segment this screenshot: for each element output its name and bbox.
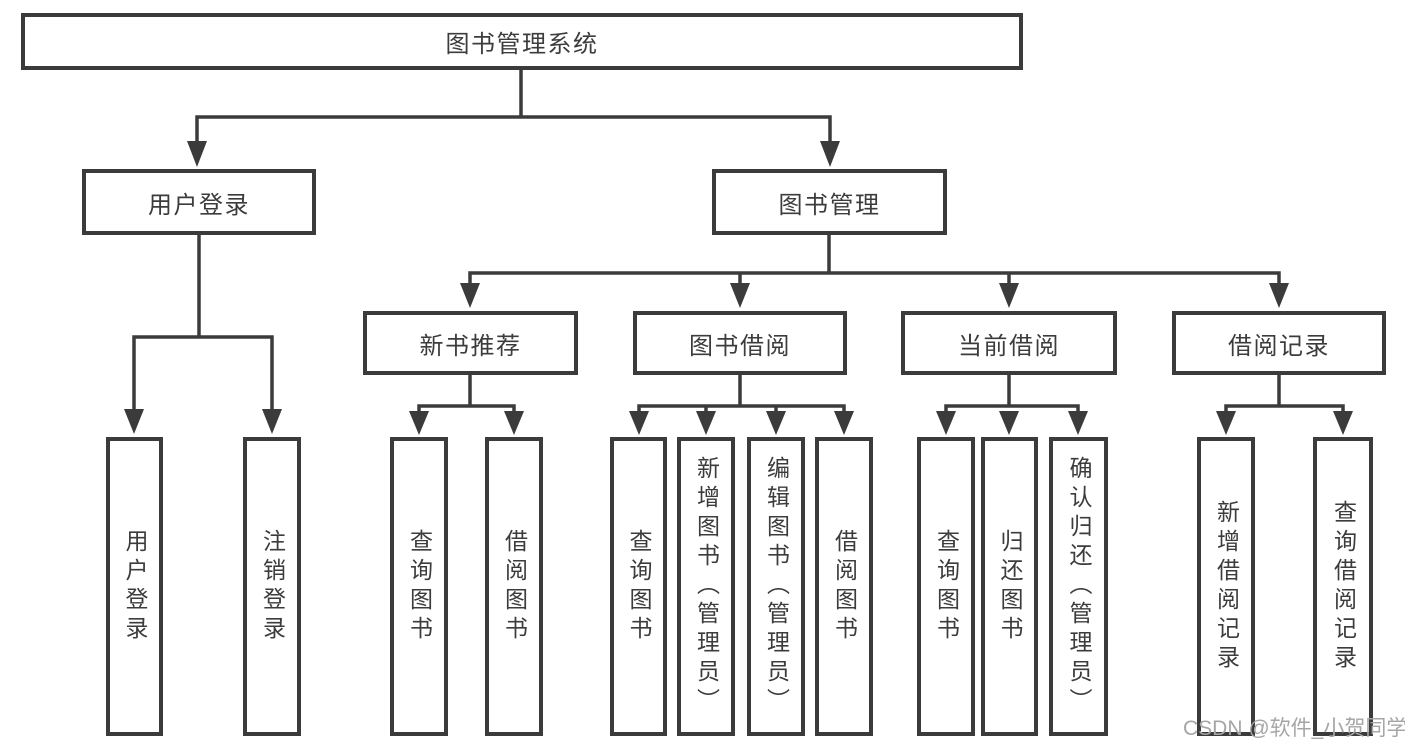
node-book-borrow: 图书借阅 bbox=[633, 311, 847, 375]
leaf-borrow-books: 借阅图书 bbox=[815, 437, 873, 736]
arrowhead bbox=[409, 411, 429, 435]
leaf-query-books-current: 查询图书 bbox=[917, 437, 975, 736]
watermark-text: CSDN @软件_小贺同学 bbox=[1183, 717, 1405, 740]
leaf-borrow-books-recommend: 借阅图书 bbox=[485, 437, 543, 736]
arrowhead bbox=[629, 411, 649, 435]
arrowhead bbox=[766, 411, 786, 435]
connector-root bbox=[195, 68, 832, 144]
leaf-query-books-borrow: 查询图书 bbox=[610, 437, 667, 736]
node-system-root: 图书管理系统 bbox=[21, 13, 1023, 70]
connector-book-management bbox=[468, 233, 1281, 286]
arrowhead bbox=[730, 283, 750, 308]
connector-book-borrow bbox=[637, 373, 846, 414]
arrowhead bbox=[834, 411, 854, 435]
connector-new-book bbox=[417, 373, 516, 414]
leaf-add-books-admin: 新增图书（管理员） bbox=[677, 437, 735, 736]
leaf-logout: 注销登录 bbox=[243, 437, 301, 736]
node-new-book-recommend: 新书推荐 bbox=[363, 311, 578, 375]
arrowhead bbox=[936, 411, 956, 435]
arrowhead bbox=[820, 141, 840, 167]
arrowhead bbox=[124, 409, 144, 434]
arrowhead bbox=[187, 141, 207, 167]
arrowhead bbox=[1216, 411, 1236, 435]
node-current-borrow: 当前借阅 bbox=[901, 311, 1117, 375]
arrowhead bbox=[1068, 411, 1088, 435]
connector-borrow-records bbox=[1224, 373, 1345, 414]
leaf-user-login: 用户登录 bbox=[106, 437, 163, 736]
leaf-edit-books-admin: 编辑图书（管理员） bbox=[747, 437, 805, 736]
arrowhead bbox=[460, 283, 480, 308]
node-book-management: 图书管理 bbox=[712, 169, 947, 235]
leaf-confirm-return-admin: 确认归还（管理员） bbox=[1049, 437, 1108, 736]
arrowhead bbox=[999, 411, 1019, 435]
leaf-add-borrow-record: 新增借阅记录 bbox=[1197, 437, 1255, 736]
arrowhead bbox=[262, 409, 282, 434]
connector-current-borrow bbox=[944, 373, 1080, 414]
arrowhead bbox=[696, 411, 716, 435]
arrowhead bbox=[504, 411, 524, 435]
arrowhead bbox=[999, 283, 1019, 308]
connector-user-login bbox=[132, 233, 274, 412]
leaf-query-borrow-record: 查询借阅记录 bbox=[1313, 437, 1373, 736]
node-user-login: 用户登录 bbox=[82, 169, 316, 235]
node-borrow-records: 借阅记录 bbox=[1172, 311, 1386, 375]
leaf-query-books-recommend: 查询图书 bbox=[390, 437, 448, 736]
arrowhead bbox=[1333, 411, 1353, 435]
arrowhead bbox=[1269, 283, 1289, 308]
leaf-return-books: 归还图书 bbox=[981, 437, 1038, 736]
